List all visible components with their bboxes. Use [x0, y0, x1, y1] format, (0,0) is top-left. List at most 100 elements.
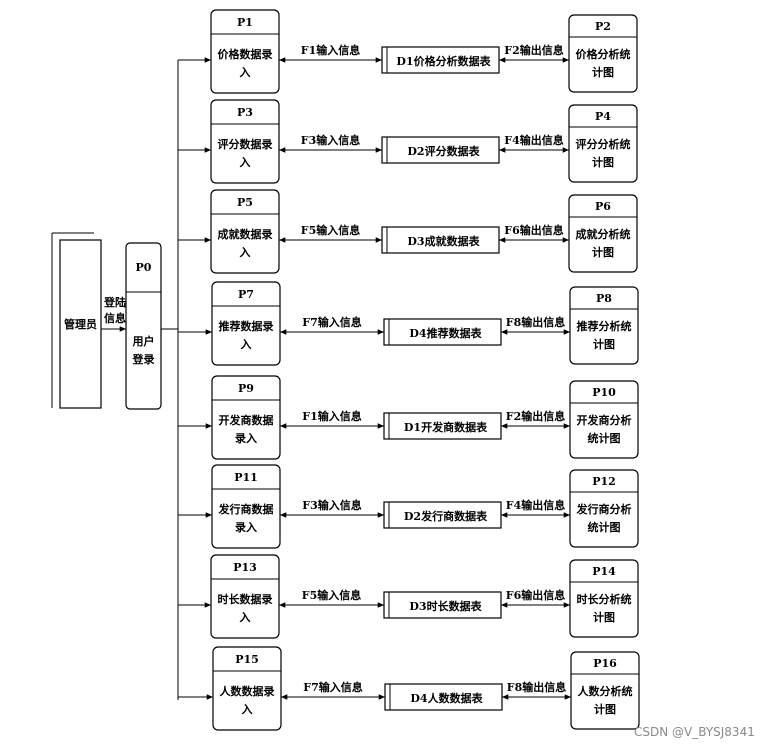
flow-input-label: F7输入信息	[302, 315, 361, 329]
process-label-line2: 计图	[592, 65, 614, 79]
process-id: P3	[237, 106, 253, 119]
process-label-line2: 计图	[592, 245, 614, 259]
data-store-8: D4人数数据表	[384, 683, 503, 711]
data-store-label: D3成就数据表	[407, 234, 480, 248]
flow-input-label: F5输入信息	[302, 588, 361, 602]
data-store-label: D4人数数据表	[410, 691, 483, 705]
data-store-label: D4推荐数据表	[409, 326, 482, 340]
process-id: P11	[234, 471, 258, 484]
flow-output-label: F6输出信息	[504, 223, 563, 237]
process-label-line1: 时长数据录	[218, 592, 273, 606]
flow-output-label: F4输出信息	[504, 133, 563, 147]
process-label-line1: 开发商数据	[219, 413, 274, 427]
entity-admin: 管理员	[51, 232, 102, 409]
process-id: P12	[592, 475, 616, 488]
process-label-line1: 评分分析统	[576, 137, 631, 151]
flow-input-label: F5输入信息	[301, 223, 360, 237]
process-id: P14	[592, 565, 616, 578]
process-label-line1: 价格分析统	[576, 47, 631, 61]
flow-input-label: F1输入信息	[302, 409, 361, 423]
data-store-6: D2发行商数据表	[383, 501, 502, 529]
diagram-rows: P1价格数据录入F1输入信息D1价格分析数据表F2输出信息P2价格分析统计图P3…	[178, 9, 640, 731]
process-label-line2: 入	[242, 703, 253, 716]
flow-login-label-1: 登陆	[103, 295, 126, 309]
process-p0-line1: 用户	[133, 334, 155, 348]
process-label-line2: 计图	[593, 610, 615, 624]
process-id: P13	[233, 561, 257, 574]
process-label-line2: 统计图	[588, 431, 621, 445]
data-store-5: D1开发商数据表	[383, 412, 502, 440]
process-label-line1: 推荐分析统	[577, 319, 632, 333]
process-id: P6	[595, 200, 611, 213]
process-p0-line2: 登录	[132, 352, 155, 366]
entity-admin-label: 管理员	[64, 317, 97, 331]
process-p0: P0 用户 登录	[125, 242, 162, 410]
process-label-line1: 人数分析统	[578, 684, 633, 698]
process-label-line2: 录入	[235, 521, 257, 534]
process-id: P15	[235, 653, 259, 666]
process-label-line1: 推荐数据录	[219, 319, 274, 333]
process-label-line2: 计图	[592, 155, 614, 169]
process-label-line1: 人数数据录	[220, 684, 275, 698]
process-label-line2: 计图	[593, 337, 615, 351]
process-id: P9	[238, 382, 254, 395]
data-store-label: D1价格分析数据表	[396, 54, 491, 68]
process-id: P5	[237, 196, 253, 209]
process-label-line1: 评分数据录	[218, 137, 273, 151]
flow-output-label: F6输出信息	[506, 588, 565, 602]
process-label-line1: 发行商分析	[576, 502, 632, 516]
flow-input-label: F1输入信息	[301, 43, 360, 57]
process-label-line2: 入	[241, 338, 252, 351]
data-store-2: D2评分数据表	[381, 136, 500, 164]
process-label-line1: 时长分析统	[577, 592, 632, 606]
flow-output-label: F2输出信息	[506, 409, 565, 423]
process-label-line2: 入	[240, 246, 251, 259]
process-label-line2: 计图	[594, 702, 616, 716]
data-store-7: D3时长数据表	[383, 591, 502, 619]
data-store-label: D2发行商数据表	[404, 509, 488, 523]
flow-input-label: F3输入信息	[301, 133, 360, 147]
process-label-line1: 成就数据录	[218, 227, 273, 241]
process-label-line2: 入	[240, 156, 251, 169]
process-label-line2: 统计图	[588, 520, 621, 534]
data-store-1: D1价格分析数据表	[381, 46, 500, 74]
watermark: CSDN @V_BYSJ8341	[634, 725, 755, 739]
data-store-label: D3时长数据表	[409, 599, 482, 613]
process-id: P7	[238, 288, 254, 301]
flow-output-label: F2输出信息	[504, 43, 563, 57]
data-store-label: D1开发商数据表	[404, 420, 488, 434]
process-id: P10	[592, 386, 616, 399]
flow-input-label: F7输入信息	[303, 680, 362, 694]
flow-output-label: F8输出信息	[506, 315, 565, 329]
process-label-line2: 入	[240, 66, 251, 79]
row-6: P11发行商数据录入F3输入信息D2发行商数据表F4输出信息P12发行商分析统计…	[178, 464, 639, 549]
data-store-4: D4推荐数据表	[383, 318, 502, 346]
process-id: P4	[595, 110, 611, 123]
process-id: P16	[593, 657, 617, 670]
process-label-line2: 录入	[235, 432, 257, 445]
process-id: P1	[237, 16, 253, 29]
process-p0-id: P0	[136, 261, 152, 274]
flow-input-label: F3输入信息	[302, 498, 361, 512]
process-id: P8	[596, 292, 612, 305]
flow-output-label: F8输出信息	[507, 680, 566, 694]
